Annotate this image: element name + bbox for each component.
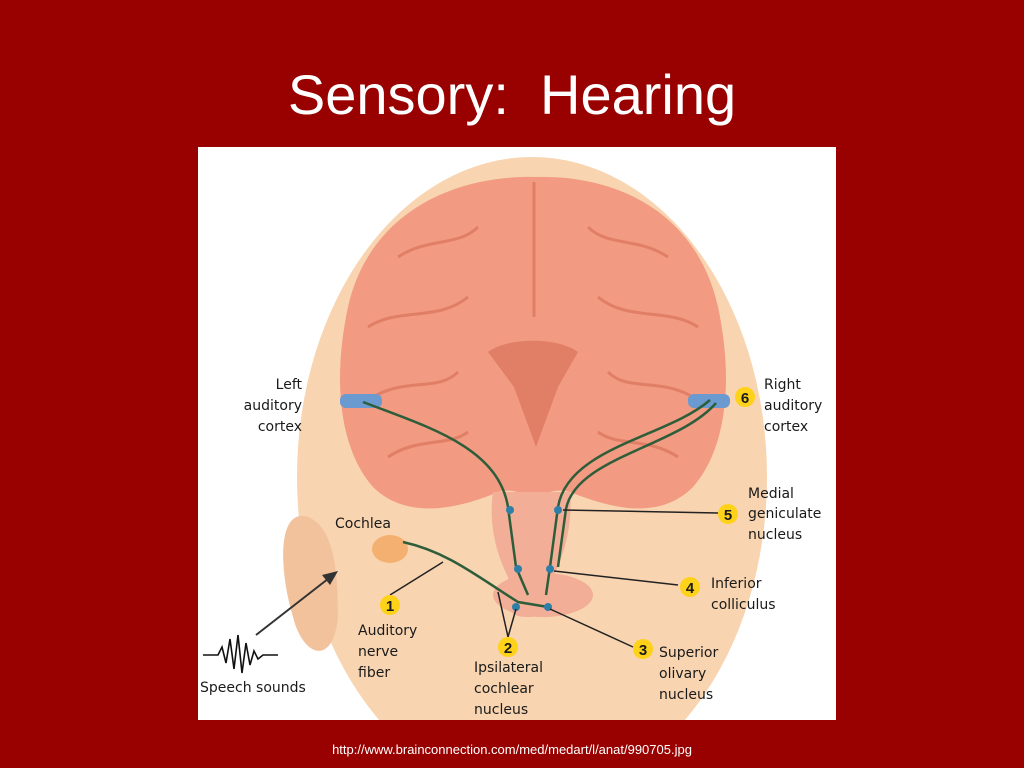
- leader-olivary: [549, 608, 634, 648]
- auditory-pathway-diagram: 1 2 3 4 5 6 Left auditory cortex Right a…: [200, 157, 822, 720]
- step-number-6: 6: [741, 390, 749, 407]
- label-left-cortex-2: auditory: [244, 398, 302, 414]
- speech-waveform: [203, 634, 278, 674]
- label-olivary-3: nucleus: [659, 687, 713, 703]
- step-number-2: 2: [504, 640, 512, 657]
- step-circle-5: [718, 504, 738, 524]
- step-circle-1: [380, 595, 400, 615]
- leader-ipsilateral: [497, 591, 517, 638]
- label-olivary-1: Superior: [659, 645, 718, 661]
- cochlea-shape: [372, 535, 408, 563]
- label-olivary-2: olivary: [659, 666, 706, 682]
- label-ipsilateral-1: Ipsilateral: [474, 660, 543, 676]
- nucleus-dot-medial-right: [554, 506, 562, 514]
- sound-arrowhead: [322, 571, 338, 585]
- label-right-cortex-1: Right: [764, 377, 801, 393]
- nucleus-dot-cochlear: [512, 603, 520, 611]
- pathway-left: [362, 400, 530, 596]
- label-medial-2: geniculate: [748, 506, 821, 522]
- leader-medial: [562, 509, 719, 514]
- left-ear: [283, 515, 338, 651]
- step-number-4: 4: [686, 580, 695, 597]
- label-medial-3: nucleus: [748, 527, 802, 543]
- leader-nerve: [389, 561, 444, 596]
- leader-inferior: [553, 570, 679, 586]
- label-right-cortex-3: cortex: [764, 419, 808, 435]
- pathway-right-1: [544, 399, 711, 596]
- brain-center-structure: [488, 340, 578, 447]
- nucleus-dot-inferior-left: [514, 565, 522, 573]
- sound-arrow: [255, 574, 334, 636]
- nucleus-dot-medial-left: [506, 506, 514, 514]
- pathway-right-2: [556, 402, 717, 568]
- label-inferior-2: colliculus: [711, 597, 776, 613]
- label-medial-1: Medial: [748, 486, 794, 502]
- label-nerve-2: nerve: [358, 644, 398, 660]
- step-circle-4: [680, 577, 700, 597]
- label-nerve-3: fiber: [358, 665, 390, 681]
- label-ipsilateral-2: cochlear: [474, 681, 534, 697]
- slide-title: Sensory: Hearing: [287, 63, 737, 126]
- auditory-pathway-figure: 1 2 3 4 5 6 Left auditory cortex Right a…: [198, 147, 836, 720]
- label-cochlea: Cochlea: [335, 516, 391, 532]
- label-right-cortex-2: auditory: [764, 398, 822, 414]
- label-speech-sounds: Speech sounds: [200, 680, 306, 696]
- step-number-3: 3: [639, 642, 647, 659]
- step-number-1: 1: [386, 598, 394, 615]
- brain-folds-right: [586, 225, 699, 459]
- source-url: http://www.brainconnection.com/med/medar…: [332, 742, 692, 757]
- step-circle-6: [735, 387, 755, 407]
- step-number-5: 5: [724, 507, 732, 524]
- label-inferior-1: Inferior: [711, 576, 762, 592]
- step-circle-3: [633, 639, 653, 659]
- pathway-cochlear-nerve: [402, 540, 549, 609]
- label-left-cortex-1: Left: [276, 377, 303, 393]
- step-circle-2: [498, 637, 518, 657]
- brain-folds-left: [367, 225, 480, 459]
- nucleus-dot-inferior-right: [546, 565, 554, 573]
- label-nerve-1: Auditory: [358, 623, 417, 639]
- label-left-cortex-3: cortex: [258, 419, 302, 435]
- label-ipsilateral-3: nucleus: [474, 702, 528, 718]
